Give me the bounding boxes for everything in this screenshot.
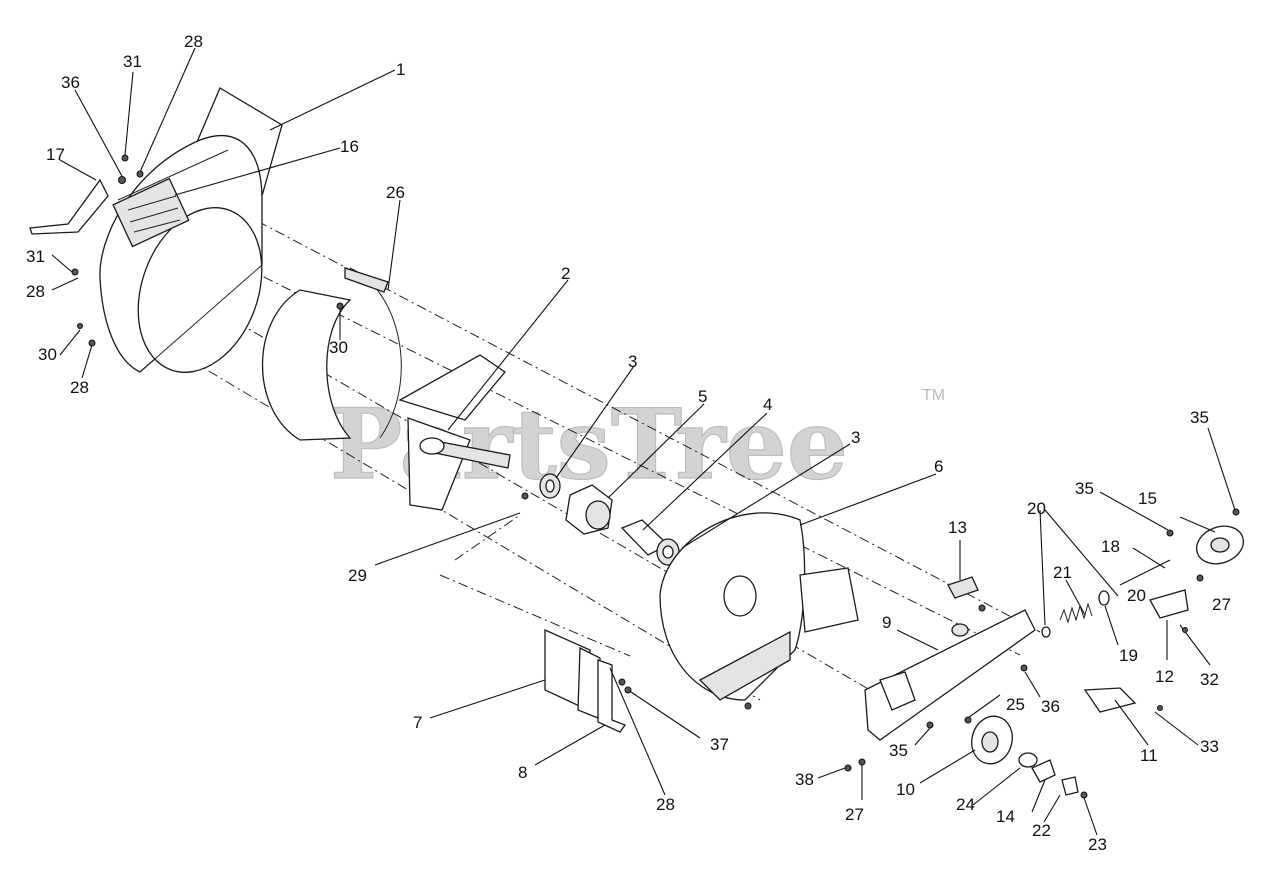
- callout-labels: 1 2 3 3 4 5 6 7 8 9 10 11 12 13 14 15 16…: [26, 32, 1231, 854]
- decal-plate: [112, 177, 190, 248]
- callout-9: 9: [882, 613, 891, 632]
- callout-23: 23: [1088, 835, 1107, 854]
- callout-35c: 35: [889, 741, 908, 760]
- callout-5: 5: [698, 387, 707, 406]
- callout-3b: 3: [851, 428, 860, 447]
- bearing-flange: [565, 484, 613, 535]
- leader-lines: [51, 47, 1236, 836]
- callout-22: 22: [1032, 821, 1051, 840]
- callout-30a: 30: [38, 345, 57, 364]
- callout-35a: 35: [1190, 408, 1209, 427]
- callout-28b: 28: [26, 282, 45, 301]
- mounting-plate: [864, 609, 1036, 741]
- callout-25: 25: [1006, 695, 1025, 714]
- pulley-15: [1195, 525, 1245, 565]
- callout-15: 15: [1138, 489, 1157, 508]
- callout-18: 18: [1101, 537, 1120, 556]
- callout-37: 37: [710, 735, 729, 754]
- callout-38: 38: [795, 770, 814, 789]
- callout-31a: 31: [123, 52, 142, 71]
- callout-36b: 36: [1041, 697, 1060, 716]
- callout-11: 11: [1140, 746, 1158, 765]
- callout-31b: 31: [26, 247, 45, 266]
- liner-band: [262, 267, 402, 441]
- callout-32: 32: [1200, 670, 1219, 689]
- callout-36a: 36: [61, 73, 80, 92]
- bearing-left: [539, 473, 561, 499]
- callout-24: 24: [956, 795, 975, 814]
- fasteners: [71, 154, 1240, 799]
- callout-1: 1: [396, 60, 405, 79]
- plate-13: [947, 576, 979, 599]
- callout-20b: 20: [1127, 586, 1146, 605]
- impeller: [398, 354, 511, 511]
- callout-28d: 28: [656, 795, 675, 814]
- bracket-8: [597, 659, 627, 733]
- callout-3a: 3: [628, 352, 637, 371]
- callout-6: 6: [934, 457, 943, 476]
- callout-28c: 28: [70, 378, 89, 397]
- watermark-trademark: TM: [922, 387, 945, 404]
- back-plate: [659, 512, 859, 701]
- callout-13: 13: [948, 518, 967, 537]
- callout-33: 33: [1200, 737, 1219, 756]
- bracket-7: [544, 628, 601, 719]
- callout-27b: 27: [845, 805, 864, 824]
- callout-30b: 30: [329, 338, 348, 357]
- pulley-10: [971, 715, 1013, 765]
- callout-2: 2: [561, 264, 570, 283]
- callout-26: 26: [386, 183, 405, 202]
- decal-17: [29, 178, 109, 235]
- callout-29: 29: [348, 566, 367, 585]
- callout-27a: 27: [1212, 595, 1231, 614]
- blower-housing: [99, 87, 283, 373]
- callout-19: 19: [1119, 646, 1138, 665]
- callout-10: 10: [896, 780, 915, 799]
- callout-14: 14: [996, 807, 1015, 826]
- spring-assembly: [1041, 590, 1110, 638]
- callout-17: 17: [46, 145, 65, 164]
- rod-18: [1119, 559, 1171, 586]
- bracket-12: [1149, 589, 1189, 619]
- callout-20a: 20: [1027, 499, 1046, 518]
- callout-7: 7: [413, 713, 422, 732]
- callout-21: 21: [1053, 563, 1072, 582]
- callout-12: 12: [1155, 667, 1174, 686]
- callout-28a: 28: [184, 32, 203, 51]
- callout-4: 4: [763, 395, 772, 414]
- callout-35b: 35: [1075, 479, 1094, 498]
- callout-16: 16: [340, 137, 359, 156]
- tension-parts: [1018, 752, 1079, 796]
- callout-8: 8: [518, 763, 527, 782]
- bracket-11: [1083, 687, 1137, 713]
